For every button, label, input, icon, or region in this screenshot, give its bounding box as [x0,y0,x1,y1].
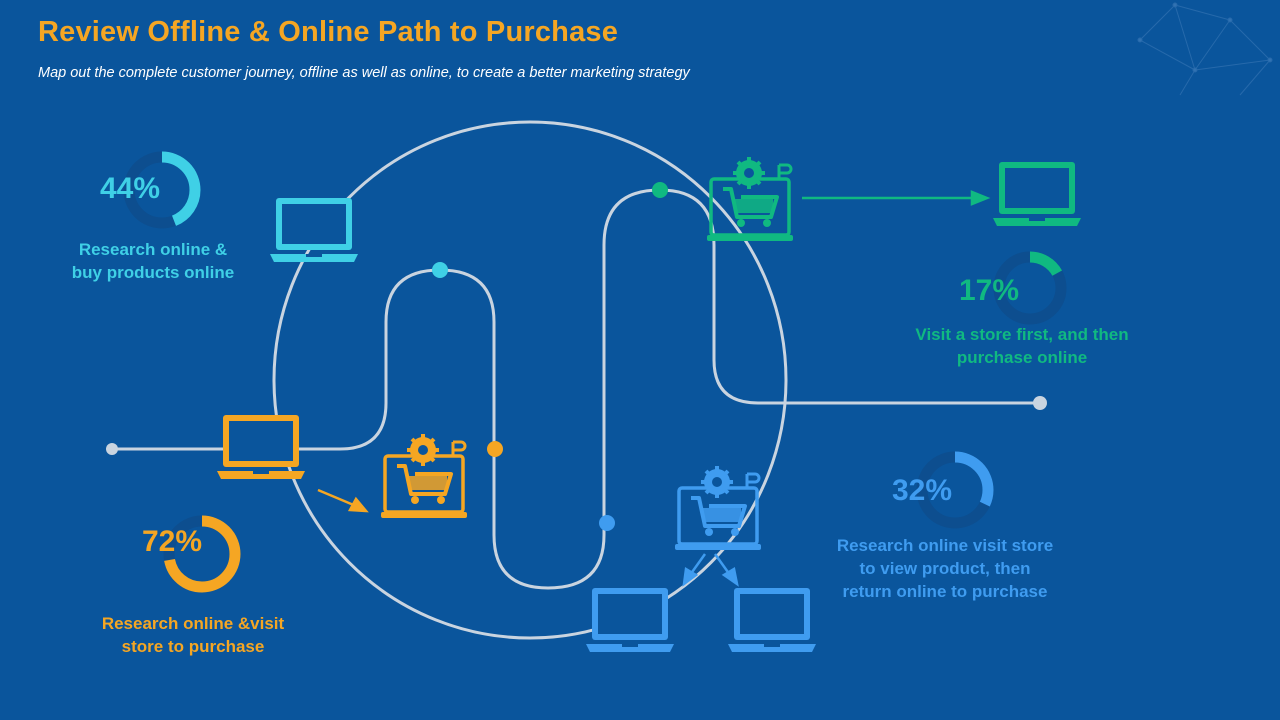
arrow-icon [802,190,991,206]
donut-progress-research-online-visit-store [163,515,241,593]
path-node-orange [487,441,503,457]
path-node-green [652,182,668,198]
laptop-icon [586,588,674,652]
arrow-icon [317,488,369,513]
segment-label: Research online & buy products online [71,240,235,282]
donut-progress-research-view-return-online [916,451,994,529]
page-subtitle: Map out the complete customer journey, o… [38,65,690,81]
percent-value: 32% [891,474,953,507]
laptop-icon [993,162,1081,226]
segment-label: Research online &visit store to purchase [101,614,285,656]
shopping-cart-laptop-icon [673,464,763,552]
donut-progress-research-online-buy-online [123,151,201,229]
laptop-icon [728,588,816,652]
journey-oval-path [272,120,788,640]
percent-value: 44% [99,172,161,205]
shopping-cart-laptop-icon [379,432,469,520]
page-title: Review Offline & Online Path to Purchase [38,16,619,48]
laptop-icon [217,415,305,479]
path-node-cyan [432,262,448,278]
arrow-icon [682,553,739,587]
percent-value: 17% [958,274,1020,307]
laptop-icon [270,198,358,262]
percent-value: 72% [141,525,203,558]
donut-progress-visit-store-purchase-online [993,251,1067,325]
journey-winding-path [112,188,1040,590]
path-node-blue [599,515,615,531]
segment-label: Research online visit store to view prod… [836,536,1054,601]
network-pattern-icon [1137,2,1273,96]
segment-label: Visit a store first, and then purchase o… [915,325,1129,367]
shopping-cart-laptop-icon [705,155,795,243]
path-endpoint-left [106,443,118,455]
path-endpoint-right [1033,396,1047,410]
